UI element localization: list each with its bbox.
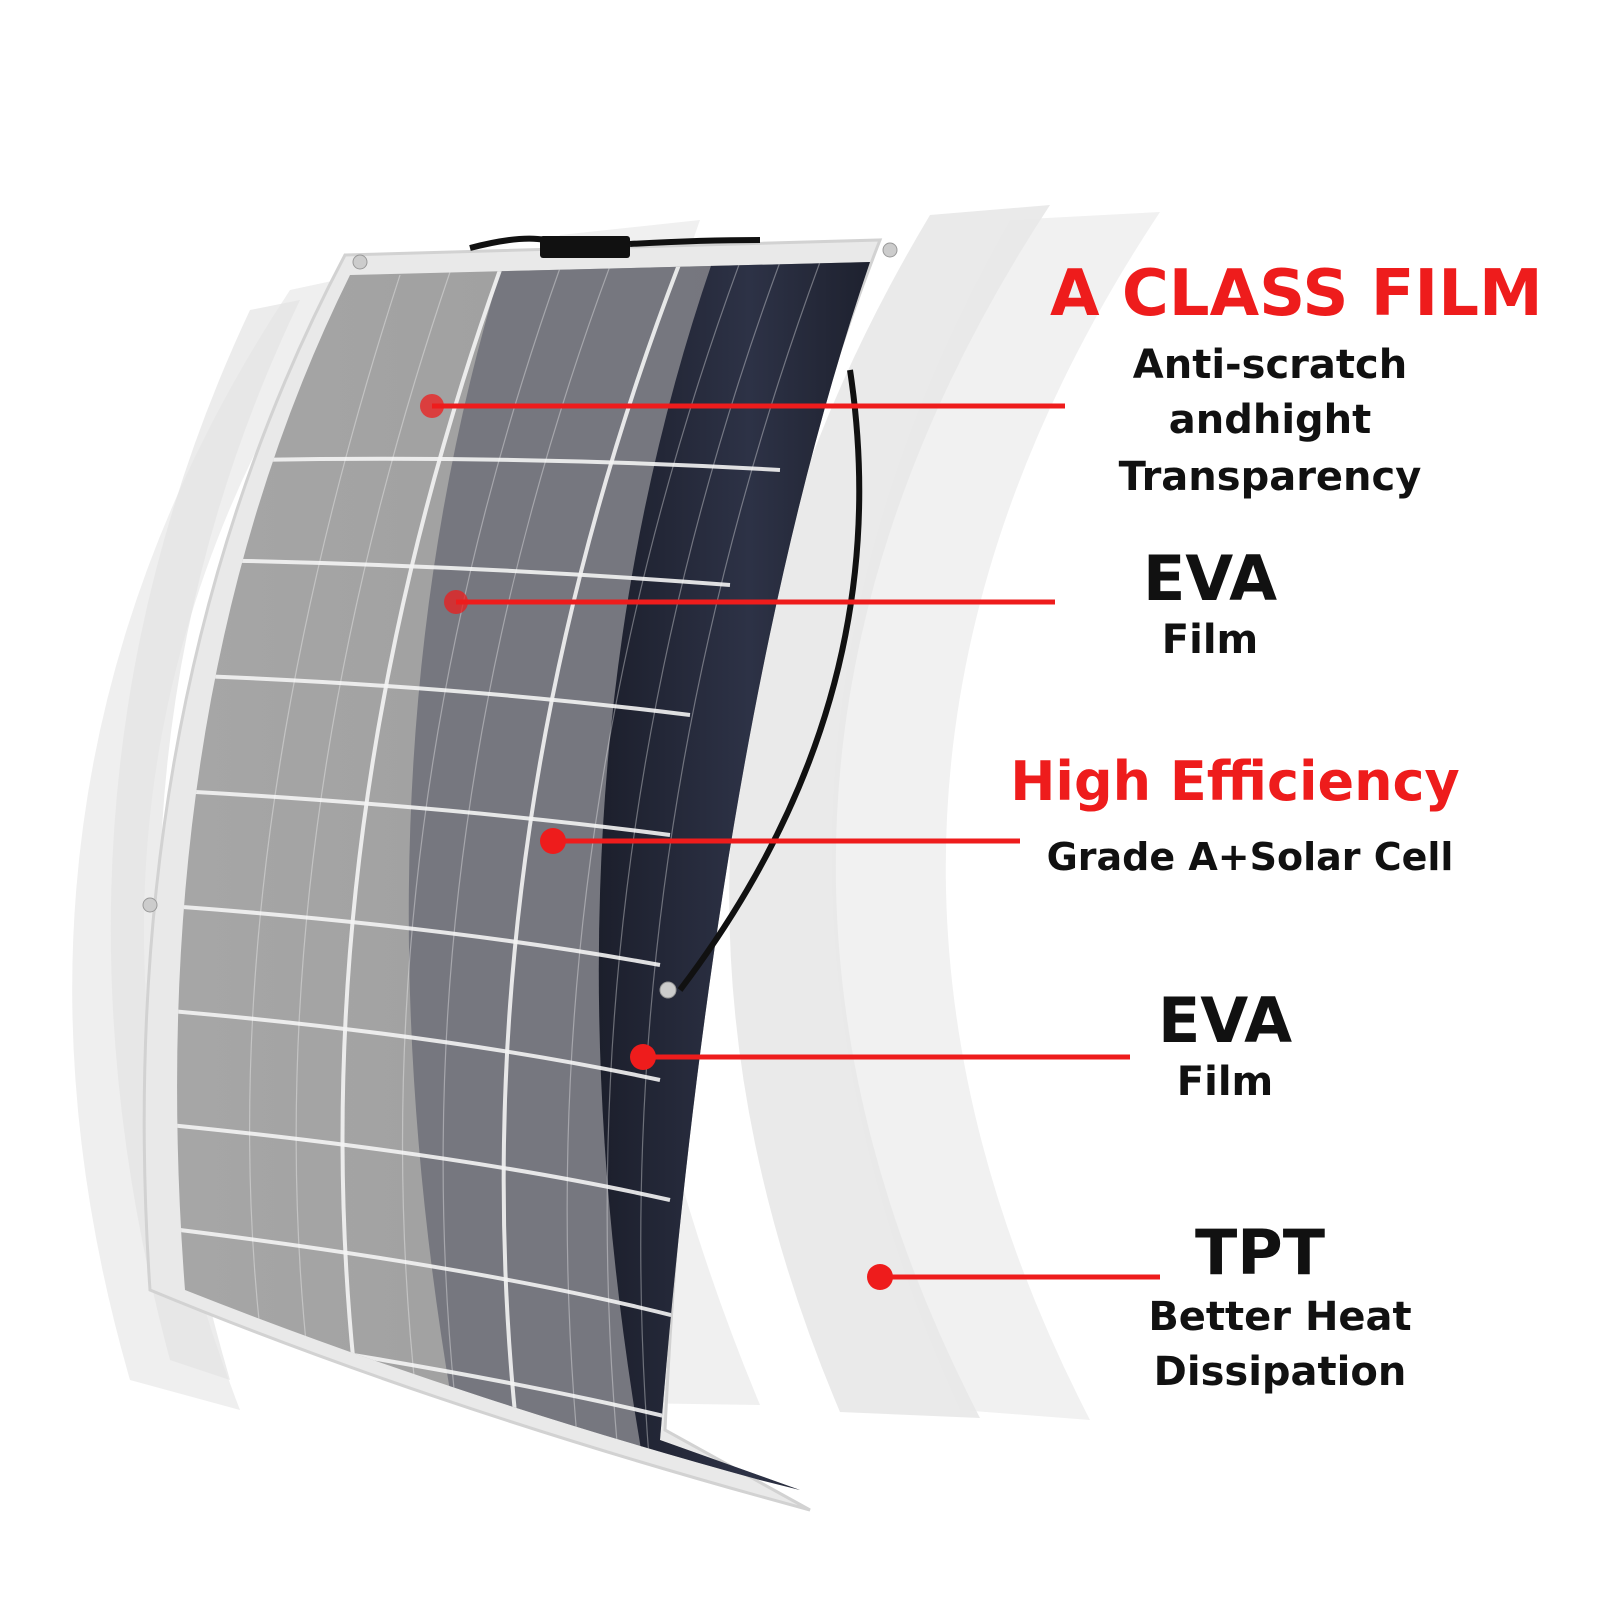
- a-class-film-desc-3: Transparency: [1118, 454, 1422, 500]
- eva-bottom-desc: Film: [1176, 1059, 1274, 1105]
- solar-cell-title: High Efficiency: [1010, 750, 1460, 813]
- callouts: [420, 394, 1160, 1290]
- cable: [677, 369, 863, 992]
- tpt-desc-1: Better Heat: [1148, 1294, 1412, 1340]
- callout-dot: [444, 590, 468, 614]
- a-class-film-desc-2: andhight: [1168, 397, 1372, 443]
- tpt-desc-2: Dissipation: [1153, 1349, 1407, 1395]
- solar-cell-desc: Grade A+Solar Cell: [1046, 835, 1454, 879]
- eva-bottom-title: EVA: [1157, 984, 1293, 1057]
- callout-dot: [867, 1264, 893, 1290]
- a-class-film-desc-1: Anti-scratch: [1132, 342, 1408, 388]
- callout-dot: [630, 1044, 656, 1070]
- tpt-title: TPT: [1194, 1216, 1326, 1289]
- eva-top-desc: Film: [1161, 617, 1259, 663]
- eva-top-title: EVA: [1142, 542, 1278, 615]
- callout-dot: [540, 828, 566, 854]
- callout-dot: [420, 394, 444, 418]
- a-class-film-title: A CLASS FILM: [1050, 257, 1543, 331]
- junction-box: [469, 235, 863, 992]
